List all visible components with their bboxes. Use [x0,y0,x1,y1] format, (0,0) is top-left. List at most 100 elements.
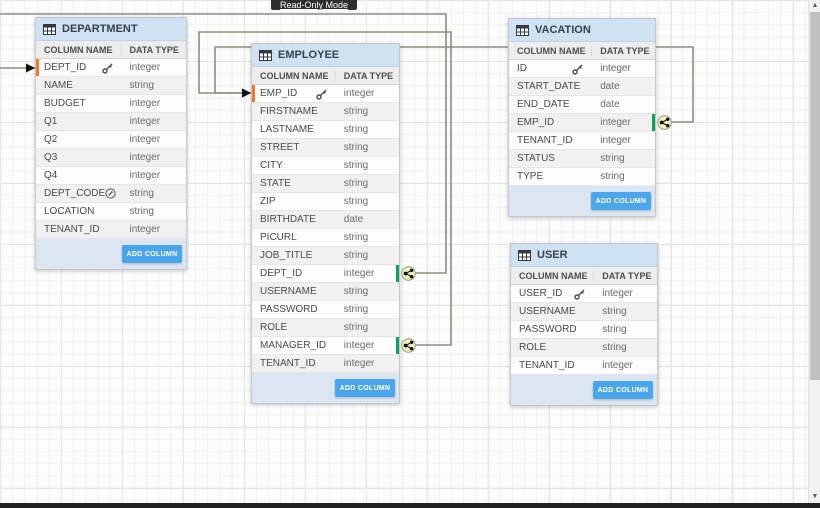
table-header-user[interactable]: USER [511,244,657,267]
scroll-up-arrow-icon[interactable]: ▲ [811,2,819,9]
column-name: FIRSTNAME [260,106,318,117]
column-name: ROLE [519,342,547,353]
column-type: string [343,304,369,315]
column-name: PASSWORD [519,324,577,335]
column-name: LOCATION [44,206,95,217]
relation-line-employee-manager-id-self-ref[interactable] [198,31,452,346]
vertical-scrollbar[interactable]: ▲ ▼ [808,0,820,503]
column-type: integer [602,288,633,299]
column-type: string [600,171,625,182]
vertical-scrollbar-thumb[interactable] [810,12,820,380]
column-row-vacation-type[interactable]: TYPE string [509,168,655,186]
column-type: integer [129,62,161,73]
column-name: LASTNAME [260,124,314,135]
column-type: string [343,196,369,207]
column-row-employee-zip[interactable]: ZIP string [252,193,399,211]
scroll-down-arrow-icon[interactable]: ▼ [811,493,819,500]
horizontal-scrollbar[interactable] [0,503,820,508]
column-header-row: COLUMN NAME DATA TYPE [509,42,655,60]
column-name: END_DATE [517,99,570,110]
column-type: string [129,80,154,91]
column-name: ID [517,63,527,74]
column-name: TYPE [517,171,544,182]
vacation-emp-id-connector[interactable] [656,114,672,130]
employee-dept-id-connector[interactable] [400,265,416,281]
add-column-button[interactable]: ADD COLUMN [335,379,395,397]
column-name: TENANT_ID [517,135,573,146]
column-type: integer [129,116,161,127]
column-type: integer [129,98,161,109]
column-name-header: COLUMN NAME [509,45,593,56]
column-row-department-dept_id[interactable]: DEPT_ID integer [36,59,186,77]
column-type: string [602,324,627,335]
add-column-button[interactable]: ADD COLUMN [122,245,182,263]
table-title: DEPARTMENT [62,23,138,35]
column-type: string [343,322,369,333]
table-header-vacation[interactable]: VACATION [509,19,655,42]
column-type: string [343,160,369,171]
column-row-user-password[interactable]: PASSWORD string [511,321,657,339]
column-type: date [600,99,620,110]
column-name: Q4 [44,170,58,181]
column-name: DEPT_ID [44,62,87,73]
relation-connector-icon [400,337,416,353]
column-type: date [343,214,364,225]
primary-key-icon [316,89,327,100]
column-type: integer [129,152,161,163]
column-name: TENANT_ID [44,224,100,235]
table-header-employee[interactable]: EMPLOYEE [252,44,399,67]
data-type-header: DATA TYPE [600,45,650,56]
column-type: string [600,153,625,164]
employee-manager-id-connector[interactable] [400,337,416,353]
column-name: ZIP [260,196,276,207]
table-header-department[interactable]: DEPARTMENT [36,18,186,41]
column-row-vacation-end_date[interactable]: END_DATE date [509,96,655,114]
relation-connector-icon [656,114,672,130]
add-column-button[interactable]: ADD COLUMN [593,381,653,399]
add-column-button[interactable]: ADD COLUMN [591,192,651,210]
table-title: VACATION [535,24,591,36]
relation-line-employee-dept-id-to-department[interactable] [0,13,447,274]
relation-line-vacation-emp-id-to-employee[interactable] [214,46,694,123]
